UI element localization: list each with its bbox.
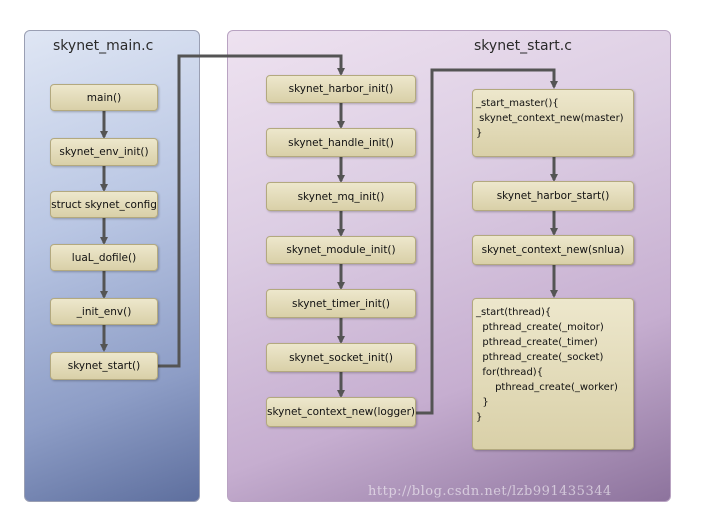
context-new-snlua-step: skynet_context_new(snlua) — [472, 235, 634, 265]
start-flow-step: skynet_timer_init() — [266, 289, 416, 318]
start-flow-step: skynet_module_init() — [266, 236, 416, 264]
main-flow-step: skynet_env_init() — [50, 138, 158, 166]
harbor-start-step: skynet_harbor_start() — [472, 181, 634, 211]
connector-logger-to-master — [409, 68, 558, 415]
start-flow-step: skynet_socket_init() — [266, 343, 416, 372]
main-flow-step: struct skynet_config — [50, 191, 158, 218]
main-panel-title: skynet_main.c — [53, 38, 154, 54]
main-flow-step: skynet_start() — [50, 352, 158, 380]
start-thread-block: _start(thread){ pthread_create(_moitor) … — [472, 298, 634, 450]
watermark: http://blog.csdn.net/lzb991435344 — [368, 484, 612, 499]
connector-main-to-start — [158, 54, 345, 368]
start-flow-step: skynet_mq_init() — [266, 182, 416, 211]
main-flow-step: main() — [50, 84, 158, 111]
start-flow-step: skynet_context_new(logger) — [266, 397, 416, 427]
start-flow-step: skynet_handle_init() — [266, 128, 416, 157]
main-flow-step: luaL_dofile() — [50, 244, 158, 271]
start-flow-step: skynet_harbor_init() — [266, 75, 416, 103]
start-master-block: _start_master(){ skynet_context_new(mast… — [472, 89, 634, 157]
main-flow-step: _init_env() — [50, 298, 158, 325]
start-panel-title: skynet_start.c — [474, 38, 572, 54]
